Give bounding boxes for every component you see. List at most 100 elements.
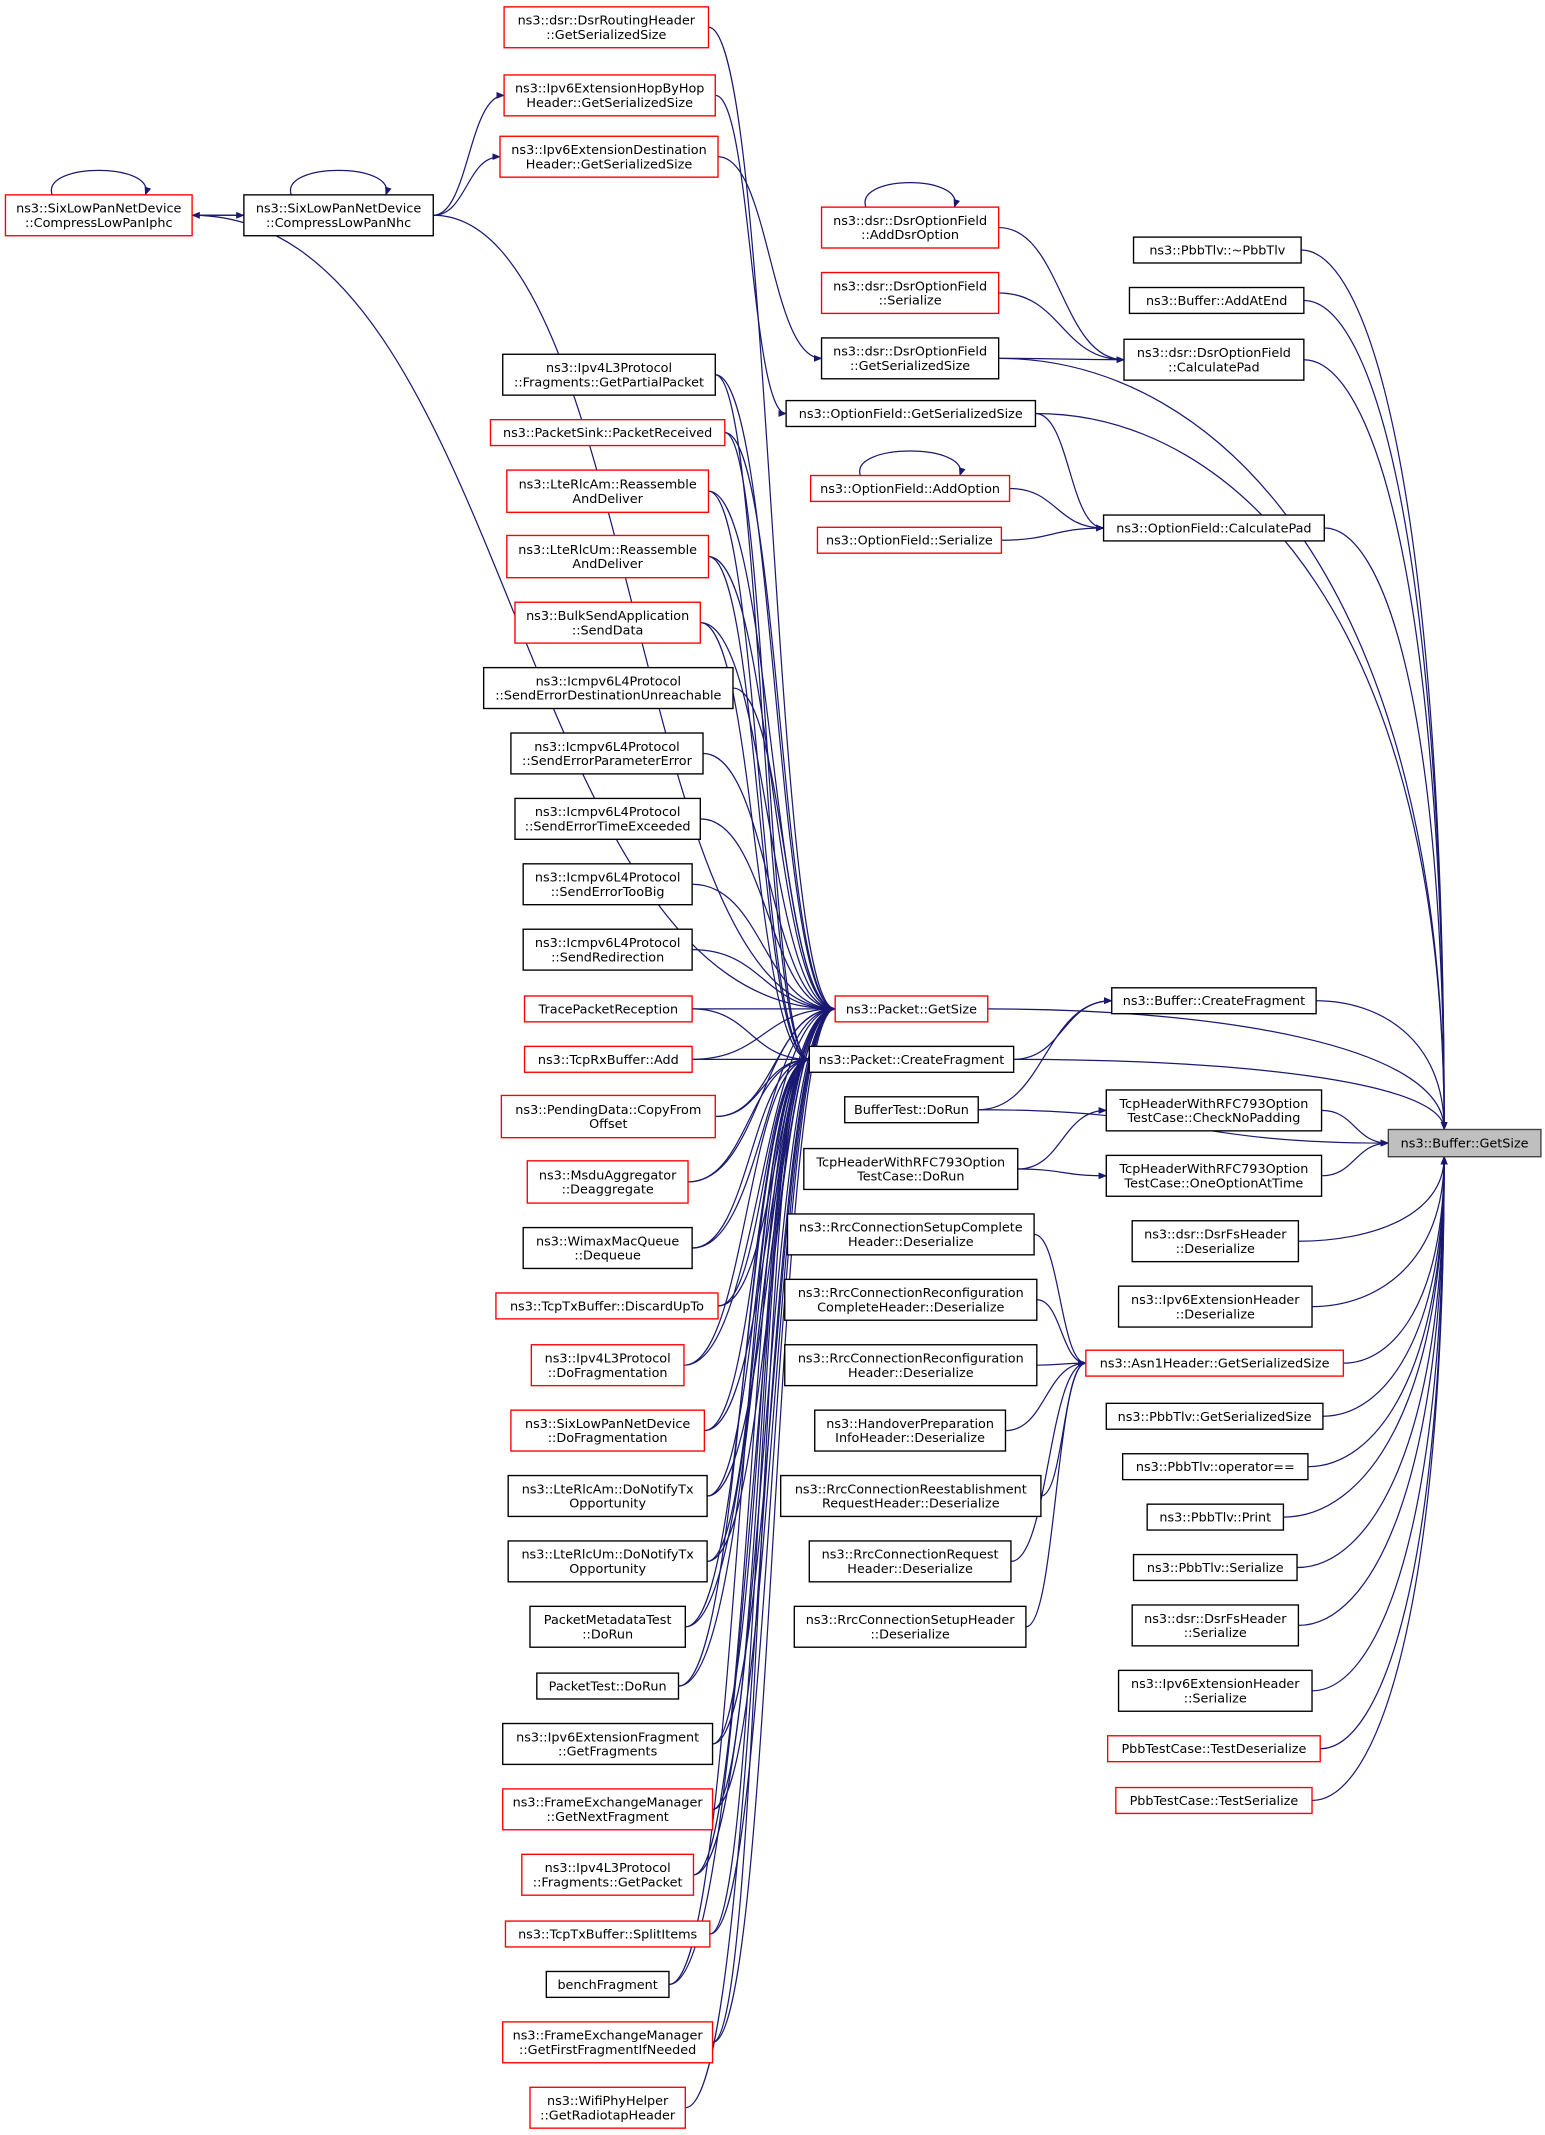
- node-fem-first[interactable]: ns3::FrameExchangeManager::GetFirstFragm…: [502, 2021, 714, 2064]
- node-box: [1106, 1735, 1321, 1763]
- node-pbb-dtor[interactable]: ns3::PbbTlv::~PbbTlv: [1132, 236, 1302, 264]
- node-pbb-test-ser[interactable]: PbbTestCase::TestSerialize: [1115, 1786, 1313, 1815]
- edge-msdu-to-pkt-create-frag: [688, 1055, 811, 1183]
- node-add-at-end[interactable]: ns3::Buffer::AddAtEnd: [1128, 286, 1305, 315]
- edge-lte-um-to-pkt-get-size: [708, 555, 837, 1013]
- edge-dsr-fs-des-to-buf-get-size: [1298, 1155, 1448, 1242]
- node-box: [1146, 1503, 1285, 1531]
- node-dsr-routing[interactable]: ns3::dsr::DsrRoutingHeader::GetSerialize…: [503, 6, 710, 49]
- node-rrc-setup-hdr[interactable]: ns3::RrcConnectionSetupHeader::Deseriali…: [793, 1605, 1027, 1648]
- node-tcp-tx-split[interactable]: ns3::TcpTxBuffer::SplitItems: [504, 1920, 711, 1948]
- node-check-no-pad[interactable]: TcpHeaderWithRFC793OptionTestCase::Check…: [1105, 1089, 1323, 1132]
- node-dest[interactable]: ns3::Ipv6ExtensionDestinationHeader::Get…: [499, 135, 719, 178]
- node-packet-sink[interactable]: ns3::PacketSink::PacketReceived: [489, 418, 726, 447]
- node-dsr-fs-des[interactable]: ns3::dsr::DsrFsHeader::Deserialize: [1131, 1220, 1300, 1263]
- node-pbb-eq[interactable]: ns3::PbbTlv::operator==: [1121, 1453, 1309, 1481]
- node-buf-get-size[interactable]: ns3::Buffer::GetSize: [1387, 1128, 1542, 1158]
- node-bench[interactable]: benchFragment: [545, 1970, 670, 1999]
- node-handover[interactable]: ns3::HandoverPreparationInfoHeader::Dese…: [814, 1409, 1007, 1452]
- node-trace[interactable]: TracePacketReception: [523, 995, 693, 1023]
- edge-packet-test-to-pkt-get-size: [678, 1005, 837, 1687]
- node-pbb-ser[interactable]: ns3::PbbTlv::Serialize: [1132, 1553, 1298, 1582]
- node-ipv6-frag[interactable]: ns3::Ipv6ExtensionFragment::GetFragments: [502, 1722, 714, 1766]
- node-ipv6-ext-des[interactable]: ns3::Ipv6ExtensionHeader::Deserialize: [1117, 1285, 1313, 1328]
- node-rrc-req[interactable]: ns3::RrcConnectionRequestHeader::Deseria…: [808, 1540, 1012, 1583]
- node-opt-add[interactable]: ns3::OptionField::AddOption: [809, 474, 1011, 503]
- node-pbb-gss[interactable]: ns3::PbbTlv::GetSerializedSize: [1105, 1402, 1324, 1430]
- node-tcp-rx[interactable]: ns3::TcpRxBuffer::Add: [523, 1045, 693, 1073]
- node-tcp-tx-discard[interactable]: ns3::TcpTxBuffer::DiscardUpTo: [495, 1292, 719, 1320]
- node-rrc-reconf-complete[interactable]: ns3::RrcConnectionReconfigurationComplet…: [784, 1278, 1038, 1321]
- node-ipv4-do-frag[interactable]: ns3::Ipv4L3Protocol::DoFragmentation: [530, 1344, 685, 1387]
- node-dsr-add[interactable]: ns3::dsr::DsrOptionField::AddDsrOption: [820, 206, 1000, 249]
- node-box: [820, 206, 1000, 249]
- node-icmp-unreach[interactable]: ns3::Icmpv6L4Protocol::SendErrorDestinat…: [482, 666, 734, 710]
- node-dsr-gss[interactable]: ns3::dsr::DsrOptionField::GetSerializedS…: [820, 337, 1000, 380]
- node-rrc-setup-complete[interactable]: ns3::RrcConnectionSetupCompleteHeader::D…: [786, 1213, 1035, 1256]
- node-pbb-test-des[interactable]: PbbTestCase::TestDeserialize: [1106, 1735, 1321, 1763]
- edge-rrc-setup-complete-to-asn1: [1033, 1233, 1087, 1367]
- edge-bulk-to-pkt-create-frag: [700, 622, 811, 1063]
- node-nhc[interactable]: ns3::SixLowPanNetDevice::CompressLowPanN…: [243, 194, 434, 237]
- node-icmp-time[interactable]: ns3::Icmpv6L4Protocol::SendErrorTimeExce…: [514, 797, 701, 840]
- node-dsr-calc-pad[interactable]: ns3::dsr::DsrOptionField::CalculatePad: [1123, 338, 1305, 381]
- node-pkt-get-size[interactable]: ns3::Packet::GetSize: [834, 995, 989, 1023]
- node-fem-next[interactable]: ns3::FrameExchangeManager::GetNextFragme…: [502, 1788, 714, 1831]
- node-box: [793, 1605, 1027, 1648]
- node-bulk[interactable]: ns3::BulkSendApplication::SendData: [514, 601, 701, 644]
- node-label: ns3::dsr::DsrOptionField: [833, 214, 987, 229]
- node-box: [4, 194, 193, 237]
- node-box: [1105, 1154, 1323, 1197]
- node-icmp-redir[interactable]: ns3::Icmpv6L4Protocol::SendRedirection: [522, 928, 693, 971]
- node-iphc[interactable]: ns3::SixLowPanNetDevice::CompressLowPanI…: [4, 194, 193, 237]
- node-pbb-print[interactable]: ns3::PbbTlv::Print: [1146, 1503, 1285, 1531]
- node-opt-calc-pad[interactable]: ns3::OptionField::CalculatePad: [1102, 514, 1325, 542]
- node-box: [1102, 514, 1325, 542]
- edge-ipv4-get-packet-to-pkt-create-frag: [693, 1056, 811, 1876]
- node-wifi-phy[interactable]: ns3::WifiPhyHelper::GetRadiotapHeader: [529, 2086, 686, 2129]
- node-box: [489, 418, 726, 447]
- node-dsr-fs-ser[interactable]: ns3::dsr::DsrFsHeader::Serialize: [1131, 1604, 1300, 1647]
- node-one-opt[interactable]: TcpHeaderWithRFC793OptionTestCase::OneOp…: [1105, 1154, 1323, 1197]
- node-label: ns3::LteRlcAm::Reassemble: [519, 478, 697, 493]
- node-ipv6-ext-ser[interactable]: ns3::Ipv6ExtensionHeader::Serialize: [1117, 1669, 1313, 1712]
- node-label: ns3::Ipv6ExtensionHeader: [1131, 1293, 1300, 1308]
- node-buf-test[interactable]: BufferTest::DoRun: [844, 1096, 979, 1124]
- edge-nhc-to-dest: [433, 153, 501, 216]
- node-box: [507, 1540, 708, 1583]
- node-pm-test[interactable]: PacketMetadataTest::DoRun: [529, 1605, 686, 1648]
- node-label: ::GetFragments: [558, 1745, 658, 1760]
- node-opt-gss[interactable]: ns3::OptionField::GetSerializedSize: [785, 399, 1037, 428]
- node-msdu[interactable]: ns3::MsduAggregator::Deaggregate: [526, 1160, 689, 1204]
- node-label: ns3::Icmpv6L4Protocol: [534, 740, 679, 755]
- node-rrc-reconf-hdr[interactable]: ns3::RrcConnectionReconfigurationHeader:…: [784, 1344, 1038, 1387]
- node-icmp-big[interactable]: ns3::Icmpv6L4Protocol::SendErrorTooBig: [522, 863, 693, 906]
- node-box: [779, 1474, 1042, 1518]
- node-box: [521, 1853, 695, 1896]
- node-wimax[interactable]: ns3::WimaxMacQueue::Dequeue: [522, 1226, 693, 1270]
- node-label: ns3::Ipv6ExtensionHopByHop: [515, 82, 704, 97]
- node-label: ::SendData: [572, 623, 643, 638]
- node-box: [1123, 338, 1305, 381]
- node-ipv4-get-packet[interactable]: ns3::Ipv4L3Protocol::Fragments::GetPacke…: [521, 1853, 695, 1896]
- node-pkt-create-frag[interactable]: ns3::Packet::CreateFragment: [808, 1045, 1015, 1073]
- node-rrc-reest[interactable]: ns3::RrcConnectionReestablishmentRequest…: [779, 1474, 1042, 1518]
- node-label: ns3::BulkSendApplication: [526, 609, 689, 624]
- node-packet-test[interactable]: PacketTest::DoRun: [536, 1672, 680, 1700]
- node-label: Header::GetSerializedSize: [526, 96, 693, 111]
- node-six-do-frag[interactable]: ns3::SixLowPanNetDevice::DoFragmentation: [510, 1409, 706, 1452]
- node-buf-create-frag[interactable]: ns3::Buffer::CreateFragment: [1111, 987, 1317, 1015]
- node-dsr-ser[interactable]: ns3::dsr::DsrOptionField::Serialize: [820, 271, 1000, 315]
- node-asn1[interactable]: ns3::Asn1Header::GetSerializedSize: [1085, 1349, 1345, 1377]
- node-hopbyhop[interactable]: ns3::Ipv6ExtensionHopByHopHeader::GetSer…: [503, 74, 716, 117]
- node-icmp-param[interactable]: ns3::Icmpv6L4Protocol::SendErrorParamete…: [510, 732, 704, 775]
- node-frag-partial[interactable]: ns3::Ipv4L3Protocol::Fragments::GetParti…: [502, 353, 716, 396]
- node-opt-ser[interactable]: ns3::OptionField::Serialize: [816, 526, 1003, 554]
- node-label: ns3::SixLowPanNetDevice: [256, 202, 421, 217]
